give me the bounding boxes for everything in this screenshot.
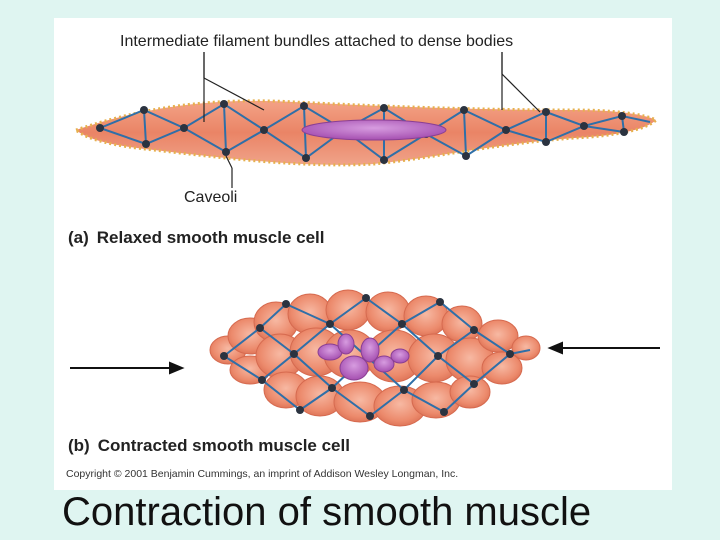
right-arrowhead xyxy=(547,341,563,355)
smooth-muscle-diagram xyxy=(70,52,660,427)
relaxed-nucleus xyxy=(301,119,447,141)
contracted-dense-bodies xyxy=(220,294,514,420)
compression-arrows xyxy=(70,341,660,375)
leader-lines xyxy=(203,52,541,188)
panel-a-text: Relaxed smooth muscle cell xyxy=(96,228,325,247)
left-arrowhead xyxy=(169,361,185,375)
figure-panel: Intermediate filament bundles attached t… xyxy=(54,18,672,490)
panel-b-caption: (b) Contracted smooth muscle cell xyxy=(68,436,350,456)
contracted-nucleus xyxy=(317,333,410,381)
panel-a-letter: (a) xyxy=(68,228,89,247)
panel-a-caption: (a) Relaxed smooth muscle cell xyxy=(68,228,324,248)
filament-bundles-label: Intermediate filament bundles attached t… xyxy=(120,33,514,50)
slide-title: Contraction of smooth muscle xyxy=(62,490,592,534)
copyright-notice: Copyright © 2001 Benjamin Cummings, an i… xyxy=(66,468,459,480)
relaxed-cell xyxy=(72,52,659,188)
panel-b-letter: (b) xyxy=(68,436,90,455)
contracted-cell xyxy=(209,289,541,427)
caveoli-label: Caveoli xyxy=(184,189,238,206)
panel-b-text: Contracted smooth muscle cell xyxy=(97,436,350,455)
contracted-cell-body xyxy=(209,289,541,427)
